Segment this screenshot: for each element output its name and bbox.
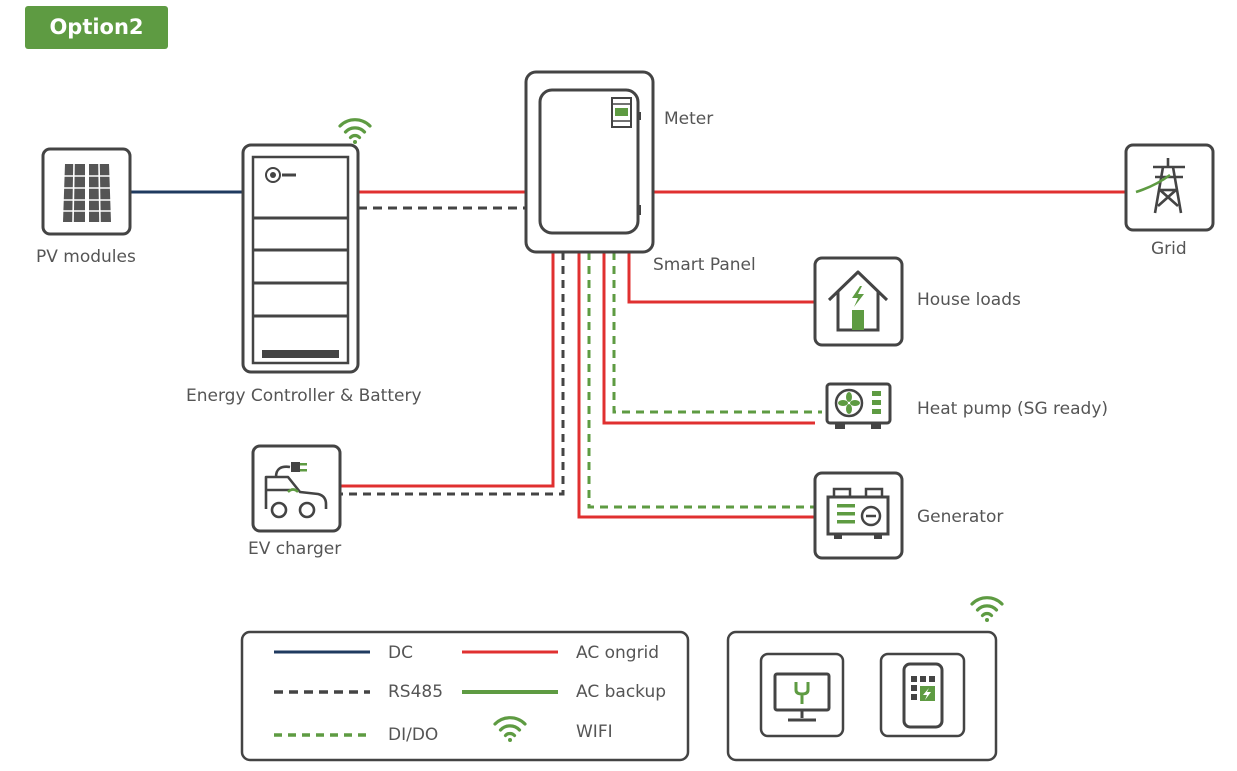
smart-panel-label: Smart Panel	[653, 255, 756, 275]
legend-wifi-icon	[493, 716, 527, 742]
house-icon	[827, 270, 889, 332]
smart-panel	[524, 70, 655, 254]
meter-icon	[611, 97, 632, 128]
mobile-app-icon	[902, 662, 944, 729]
wifi-icon	[970, 596, 1004, 622]
ac-ongrid-line-house	[627, 252, 815, 304]
generator-label: Generator	[917, 507, 1004, 527]
heat-pump-label: Heat pump (SG ready)	[917, 399, 1109, 419]
controller-label: Energy Controller & Battery	[186, 386, 422, 406]
monitor-icon	[773, 672, 831, 722]
transmission-tower-icon	[1153, 158, 1185, 214]
wifi-icon	[338, 118, 372, 144]
monitoring-devices	[726, 596, 1004, 762]
legend	[240, 630, 690, 762]
fan-icon	[834, 388, 864, 418]
ev-charger-label: EV charger	[248, 539, 342, 559]
legend-dc-label: DC	[388, 643, 413, 663]
energy-controller-battery	[241, 143, 360, 374]
ac-ongrid-line-ev	[341, 252, 555, 488]
pv-modules	[41, 147, 132, 236]
rs485-line-ev	[341, 252, 565, 496]
house-loads-label: House loads	[917, 290, 1021, 310]
brand-logo-icon	[265, 167, 296, 183]
pv-modules-label: PV modules	[36, 247, 136, 267]
legend-dido-label: DI/DO	[388, 725, 439, 745]
legend-ac-ongrid-label: AC ongrid	[576, 643, 660, 663]
ac-ongrid-line-heatpump	[602, 252, 815, 425]
grid-label: Grid	[1151, 239, 1187, 259]
generator-icon	[826, 487, 890, 539]
heat-pump	[825, 382, 892, 429]
ac-ongrid-line-generator	[577, 252, 815, 519]
plug-icon	[274, 462, 307, 493]
ev-car-icon	[264, 475, 328, 519]
option-badge: Option2	[25, 6, 168, 49]
generator	[813, 471, 904, 560]
power-line-icon	[1135, 173, 1171, 194]
legend-ac-backup-label: AC backup	[576, 682, 667, 702]
legend-wifi-label: WIFI	[576, 722, 613, 742]
meter-label: Meter	[664, 109, 714, 129]
legend-rs485-label: RS485	[388, 682, 444, 702]
dido-line-generator	[587, 252, 815, 509]
ev-charger	[251, 444, 342, 533]
dido-line-heatpump	[612, 252, 822, 414]
grid	[1124, 143, 1215, 232]
house-loads	[813, 256, 904, 347]
